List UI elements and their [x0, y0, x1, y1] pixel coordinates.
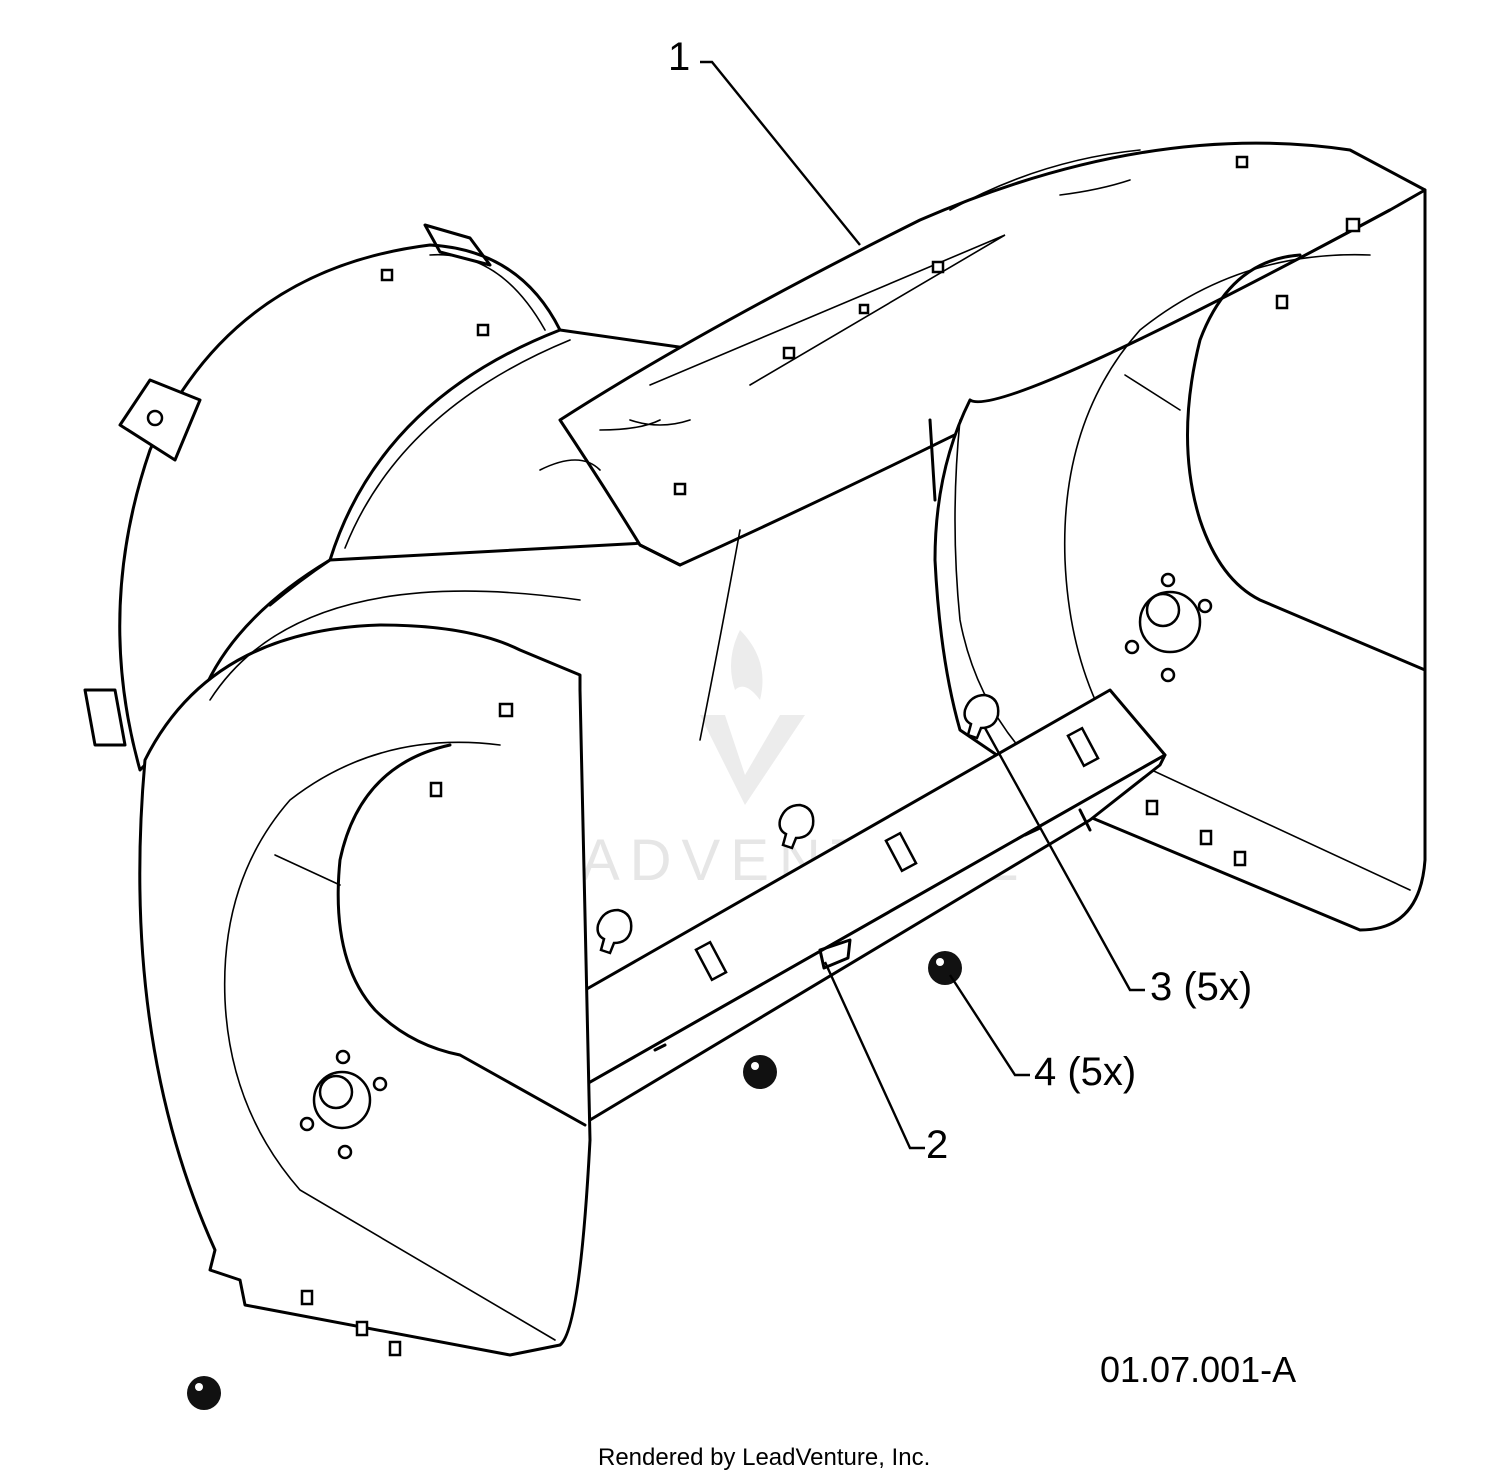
nut-icon — [187, 1376, 221, 1410]
flange-nuts — [187, 951, 962, 1410]
nut-icon — [928, 951, 962, 985]
callout-3: 3 (5x) — [1150, 965, 1252, 1009]
callout-1: 1 — [668, 35, 690, 79]
drawing-code: 01.07.001-A — [1100, 1349, 1296, 1390]
leader-lines — [700, 60, 1145, 1150]
callout-4: 4 (5x) — [1034, 1050, 1136, 1094]
callout-2: 2 — [926, 1123, 948, 1167]
nut-icon — [743, 1055, 777, 1089]
back-wall — [579, 529, 1000, 1101]
rear-housing — [83, 223, 702, 772]
left-side-plate — [138, 558, 592, 1357]
render-credit: Rendered by LeadVenture, Inc. — [598, 1444, 930, 1471]
